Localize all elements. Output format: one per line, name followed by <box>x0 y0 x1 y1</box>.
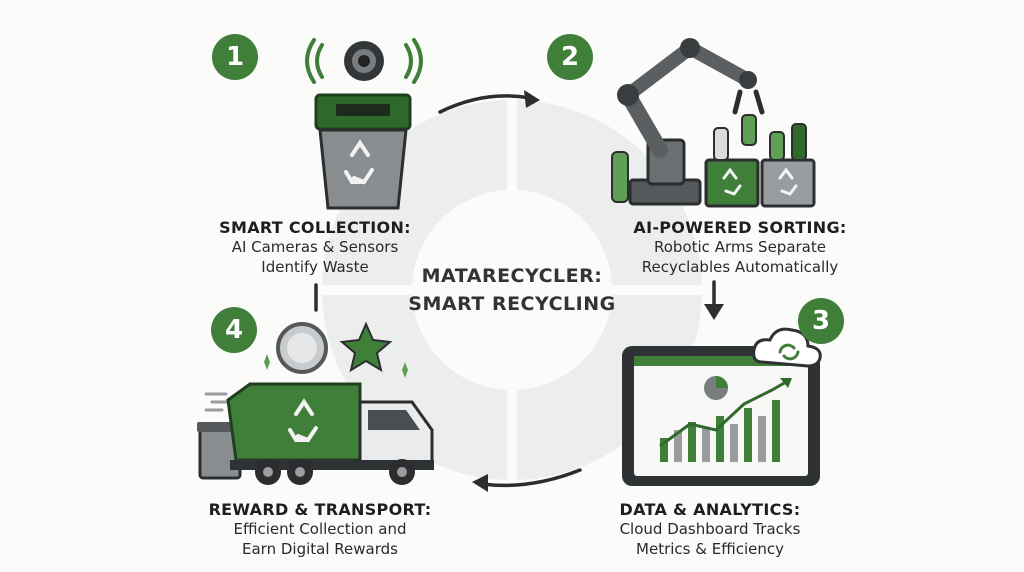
truck-hub-3 <box>397 467 407 477</box>
truck-hub-1 <box>263 467 273 477</box>
dash-bar <box>688 422 696 462</box>
smart-bin-camera-icon <box>305 38 423 210</box>
arm-joint-1 <box>617 84 639 106</box>
signal-waves-left <box>305 38 324 84</box>
step-4-label: REWARD & TRANSPORT: Efficient Collection… <box>200 500 440 559</box>
step-1-badge: 1 <box>212 34 258 80</box>
step-2-line2: Recyclables Automatically <box>641 258 839 276</box>
step-4-badge: 4 <box>211 307 257 353</box>
dashboard-pie-slice <box>716 376 728 388</box>
sparkle-right <box>402 362 408 378</box>
cycle-ring <box>316 95 708 485</box>
flow-arrows <box>314 90 724 492</box>
arrow-3-to-4 <box>480 468 582 488</box>
step-2-badge: 2 <box>547 34 593 80</box>
diagram-title-line2: SMART RECYCLING <box>408 293 616 315</box>
dash-bar <box>730 424 738 462</box>
sort-bin-right <box>760 158 816 208</box>
step-3-line2: Metrics & Efficiency <box>636 540 784 558</box>
signal-waves-right <box>404 38 423 84</box>
dashboard-bars <box>660 400 780 462</box>
sort-bin-recycle-left <box>722 167 742 196</box>
truck-chassis <box>230 460 434 470</box>
arm-gripper <box>732 89 765 115</box>
garbage-truck-icon <box>197 321 434 485</box>
step-4-line1: Efficient Collection and <box>233 520 407 538</box>
digital-coin-inner <box>287 333 317 363</box>
dashboard-trend-arrow <box>780 378 792 388</box>
reward-star <box>339 321 393 373</box>
bottle-green-1 <box>769 131 785 161</box>
bin-recycle-symbol <box>344 139 374 185</box>
truck-recycle-symbol <box>288 398 318 443</box>
cycle-ring-inner <box>412 190 612 390</box>
bin-body <box>318 128 408 210</box>
robotic-arm-icon <box>611 38 816 208</box>
dash-bar <box>702 428 710 462</box>
arm-joint-3 <box>739 71 757 89</box>
dash-bar <box>716 416 724 462</box>
sparkle-left <box>264 354 270 370</box>
step-2-line1: Robotic Arms Separate <box>654 238 826 256</box>
speed-lines <box>204 392 232 412</box>
cloud-sync-arrows <box>778 343 800 361</box>
step-3-line1: Cloud Dashboard Tracks <box>619 520 801 538</box>
sort-bin-left <box>704 158 760 208</box>
step-4-line2: Earn Digital Rewards <box>242 540 398 558</box>
bottle-green-2 <box>791 123 807 161</box>
step-2-title: AI-POWERED SORTING: <box>633 218 847 237</box>
sort-bin-recycle-right <box>778 167 798 196</box>
truck-hub-2 <box>295 467 305 477</box>
bottle-clear <box>713 127 729 161</box>
dash-bar <box>660 438 668 462</box>
step-3-title: DATA & ANALYTICS: <box>619 500 801 519</box>
dashboard-header-bar <box>634 356 808 366</box>
camera-lens-core <box>358 55 370 67</box>
arrow-1-to-2 <box>438 94 532 114</box>
step-3-label: DATA & ANALYTICS: Cloud Dashboard Tracks… <box>590 500 830 559</box>
arrow-2-to-3-head <box>704 304 724 320</box>
step-4-title: REWARD & TRANSPORT: <box>208 500 432 519</box>
step-1-title: SMART COLLECTION: <box>219 218 411 237</box>
diagram-title-line1: MATARECYCLER: <box>421 265 603 287</box>
step-1-label: SMART COLLECTION: AI Cameras & Sensors I… <box>200 218 430 277</box>
truck-body <box>226 382 362 462</box>
step-1-line1: AI Cameras & Sensors <box>231 238 399 256</box>
step-3-badge: 3 <box>798 298 844 344</box>
dash-bar <box>674 430 682 462</box>
side-bottle <box>611 151 629 203</box>
arm-joint-2 <box>680 38 700 58</box>
dash-bar <box>758 416 766 462</box>
dash-bar <box>744 408 752 462</box>
tablet-dashboard-icon <box>622 327 822 486</box>
cloud-sync-icon <box>752 327 822 368</box>
step-1-line2: Identify Waste <box>261 258 369 276</box>
dashboard-trend-line <box>659 380 787 448</box>
dash-bar <box>772 400 780 462</box>
arrow-3-to-4-head <box>472 474 488 492</box>
held-bottle <box>741 114 757 146</box>
step-2-label: AI-POWERED SORTING: Robotic Arms Separat… <box>610 218 870 277</box>
diagram-title: MATARECYCLER: SMART RECYCLING <box>392 262 632 318</box>
truck-window <box>368 410 420 430</box>
bin-slot <box>336 104 390 116</box>
arrow-1-to-2-head <box>524 90 540 108</box>
